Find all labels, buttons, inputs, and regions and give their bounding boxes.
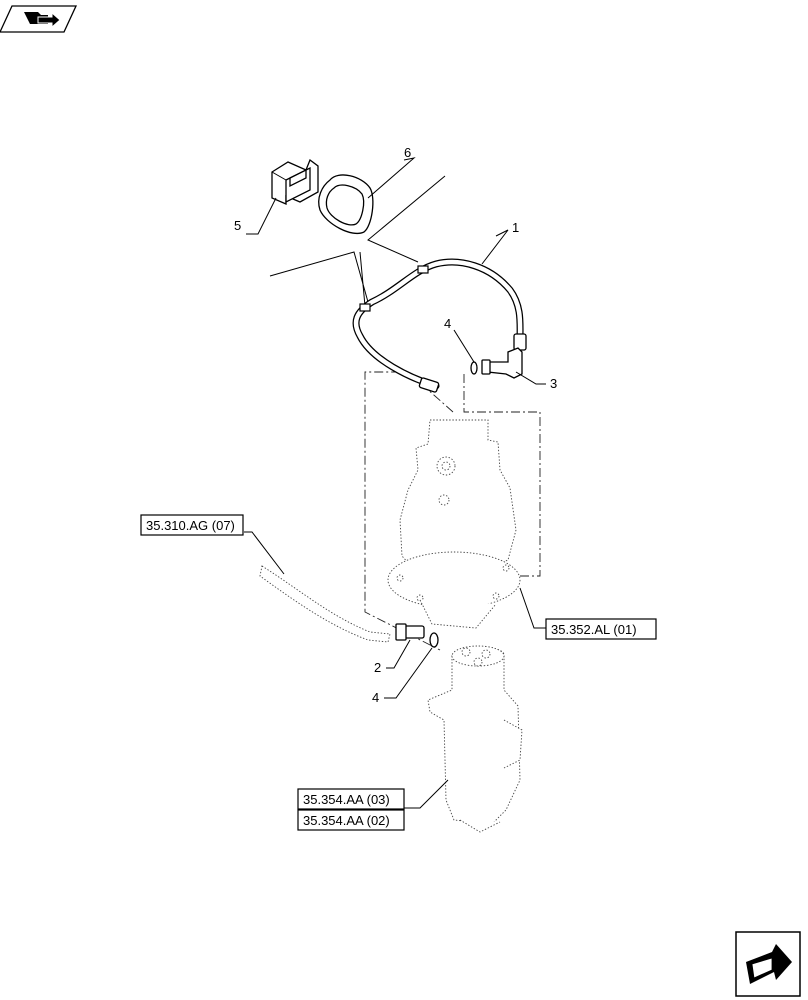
callout-4-upper: 4: [444, 316, 451, 331]
callout-5: 5: [234, 218, 241, 233]
ref-joint-a-label: 35.354.AA (03): [303, 792, 390, 807]
part-1-hose[interactable]: [352, 258, 527, 393]
rotary-joint: [427, 645, 523, 833]
ref-joint-b-label: 35.354.AA (02): [303, 813, 390, 828]
part-5-clamp[interactable]: [271, 158, 319, 205]
swing-motor: [387, 419, 521, 629]
ref-box-joint-a[interactable]: 35.354.AA (03): [297, 788, 405, 810]
drain-hose-ghost: [259, 565, 391, 643]
callout-2: 2: [374, 660, 381, 675]
ref-motor-label: 35.352.AL (01): [551, 622, 637, 637]
ref-box-motor[interactable]: 35.352.AL (01): [545, 618, 657, 640]
ref-box-joint-b[interactable]: 35.354.AA (02): [297, 809, 405, 831]
part-3-elbow-fitting[interactable]: [481, 347, 523, 379]
part-6-ring[interactable]: [318, 174, 374, 235]
clamp-position-lines: [269, 175, 446, 307]
ref-hose-label: 35.310.AG (07): [146, 518, 235, 533]
callout-3: 3: [550, 376, 557, 391]
next-page-arrow-icon[interactable]: [735, 931, 801, 997]
page-nav-back-icon[interactable]: [0, 5, 78, 33]
part-4-oring-lower[interactable]: [429, 632, 439, 648]
callout-1: 1: [512, 220, 519, 235]
callout-4-lower: 4: [372, 690, 379, 705]
callout-6: 6: [404, 145, 411, 160]
callout-leaders: [244, 157, 546, 809]
ref-box-hose[interactable]: 35.310.AG (07): [140, 514, 244, 536]
part-2-fitting[interactable]: [395, 623, 425, 641]
part-4-oring-upper[interactable]: [470, 361, 478, 375]
